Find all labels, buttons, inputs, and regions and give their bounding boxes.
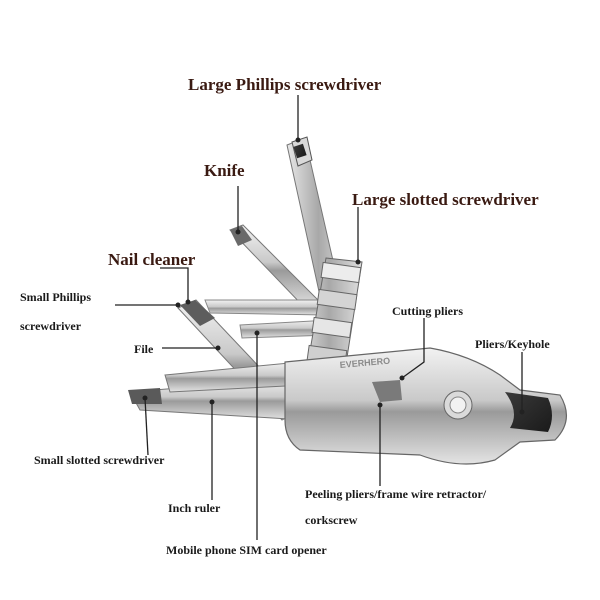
label-pliers-keyhole: Pliers/Keyhole [475, 337, 550, 351]
leader-lines [115, 95, 523, 540]
label-large-phillips: Large Phillips screwdriver [188, 75, 382, 94]
label-nail-cleaner: Nail cleaner [108, 250, 196, 269]
label-file: File [134, 342, 154, 356]
label-small-phillips-2: screwdriver [20, 319, 82, 333]
label-peeling-2: corkscrew [305, 513, 358, 527]
label-cutting-pliers: Cutting pliers [392, 304, 464, 318]
label-sim-opener: Mobile phone SIM card opener [166, 543, 327, 557]
pliers-body: EVERHERO [284, 347, 567, 465]
label-large-slotted: Large slotted screwdriver [352, 190, 539, 209]
label-small-slotted: Small slotted screwdriver [34, 453, 165, 467]
brand-engraving: EVERHERO [339, 356, 390, 370]
label-small-phillips-1: Small Phillips [20, 290, 92, 304]
knife-blade [229, 224, 319, 309]
label-inch-ruler: Inch ruler [168, 501, 221, 515]
label-knife: Knife [204, 161, 245, 180]
leader-dots [142, 137, 525, 415]
label-peeling-1: Peeling pliers/frame wire retractor/ [305, 487, 487, 501]
